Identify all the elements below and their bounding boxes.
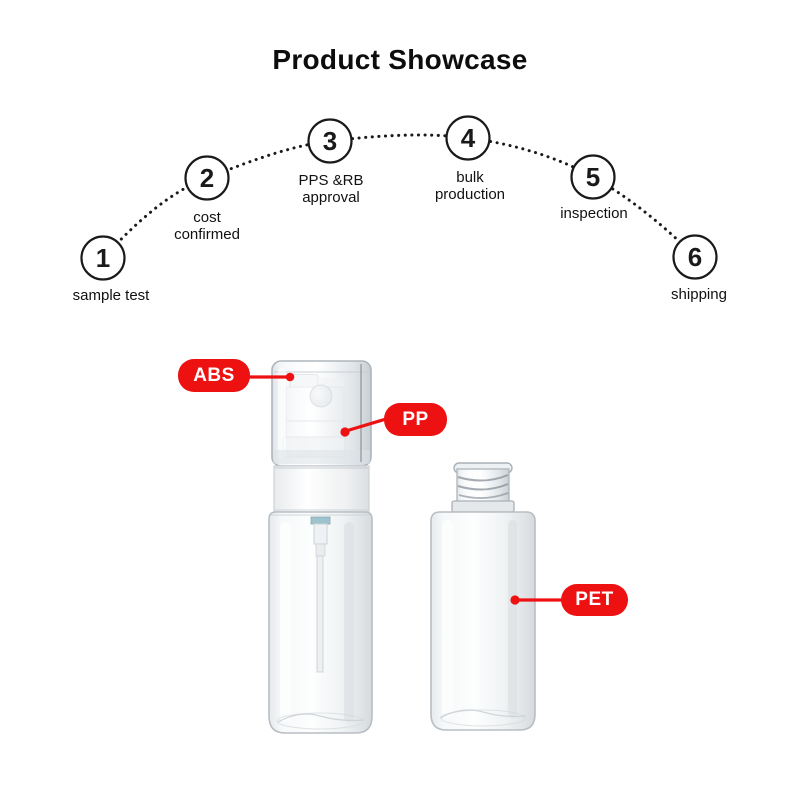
step-label: confirmed	[174, 226, 240, 243]
step-label: shipping	[671, 286, 727, 303]
step-number: 6	[688, 242, 702, 272]
step-circle	[445, 115, 491, 161]
pp-leader-dot	[340, 427, 350, 437]
step-label: inspection	[560, 205, 628, 222]
step-number: 2	[200, 163, 214, 193]
step-circle	[307, 118, 353, 164]
bottle-neck-threads	[451, 462, 515, 513]
step-circle	[570, 154, 616, 200]
process-step-4: 4 bulk production	[435, 115, 505, 203]
step-circle	[80, 235, 126, 281]
step-label: approval	[302, 189, 360, 206]
process-flow-diagram: 1 sample test 2 cost confirmed 3 PPS &RB…	[73, 115, 727, 304]
process-step-3: 3 PPS &RB approval	[298, 118, 364, 206]
process-step-1: 1 sample test	[73, 235, 151, 304]
process-step-6: 6 shipping	[671, 234, 727, 303]
pet-bottle	[430, 462, 536, 731]
process-step-2: 2 cost confirmed	[174, 155, 240, 243]
step-circle	[184, 155, 230, 201]
page-title: Product Showcase	[272, 44, 528, 75]
step-label: bulk	[456, 169, 484, 186]
step-number: 3	[323, 126, 337, 156]
pet-leader-dot	[510, 595, 520, 605]
pump-collar	[273, 465, 370, 513]
step-number: 5	[586, 162, 600, 192]
process-step-5: 5 inspection	[560, 154, 628, 222]
step-label: cost	[193, 209, 221, 226]
abs-leader-dot	[285, 372, 295, 382]
step-label: PPS &RB	[298, 172, 363, 189]
step-number: 4	[461, 123, 476, 153]
assembled-spray-bottle	[268, 360, 373, 734]
material-label-pp: PP	[384, 403, 447, 436]
material-annotation-lines	[248, 372, 564, 605]
step-circle	[672, 234, 718, 280]
material-label-pet: PET	[561, 584, 628, 616]
step-label: production	[435, 186, 505, 203]
step-label: sample test	[73, 287, 151, 304]
dip-tube	[310, 516, 331, 673]
material-label-abs: ABS	[178, 359, 250, 392]
step-number: 1	[96, 243, 110, 273]
pp-leader-line	[344, 417, 388, 433]
